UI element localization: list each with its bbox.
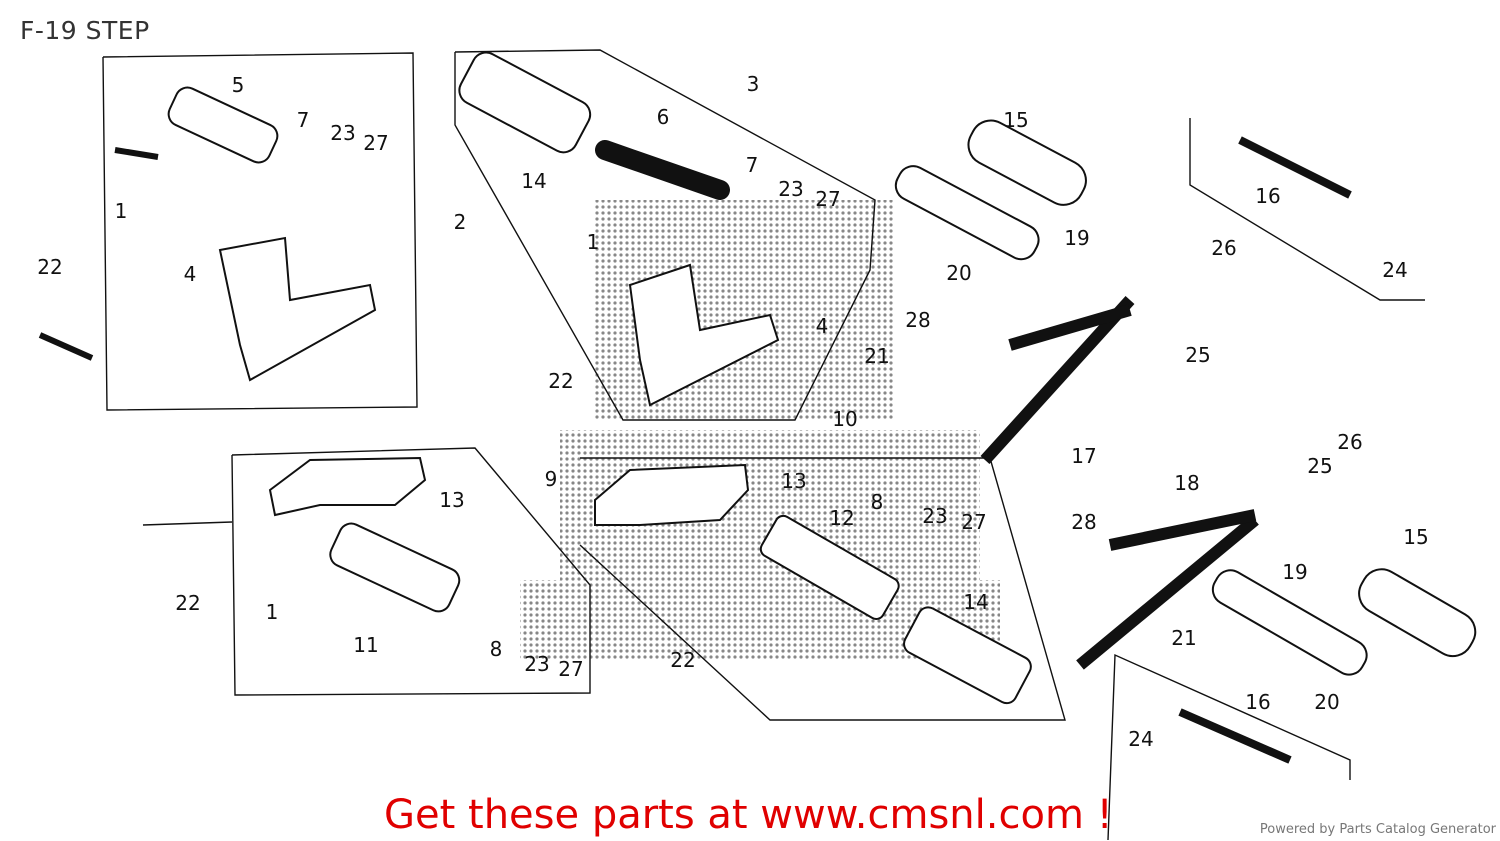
callout-22: 22 <box>175 591 201 615</box>
callout-23: 23 <box>524 652 550 676</box>
powered-by-text: Powered by Parts Catalog Generator <box>1259 822 1496 837</box>
callout-8: 8 <box>489 637 503 661</box>
callout-1: 1 <box>114 199 128 223</box>
callout-16: 16 <box>1245 690 1271 714</box>
callout-27: 27 <box>363 131 389 155</box>
callout-11: 11 <box>353 633 379 657</box>
callout-23: 23 <box>330 121 356 145</box>
callout-22: 22 <box>37 255 63 279</box>
callout-23: 23 <box>922 504 948 528</box>
callout-20: 20 <box>946 261 972 285</box>
callout-16: 16 <box>1255 184 1281 208</box>
callout-28: 28 <box>1071 510 1097 534</box>
shaft-12 <box>759 514 900 620</box>
callout-14: 14 <box>521 169 547 193</box>
grip-15 <box>967 119 1087 206</box>
callout-26: 26 <box>1337 430 1363 454</box>
footpeg-14 <box>458 51 592 154</box>
callout-18: 18 <box>1174 471 1200 495</box>
callout-13: 13 <box>439 488 465 512</box>
callout-10: 10 <box>832 407 858 431</box>
callout-5: 5 <box>231 73 245 97</box>
shaft-6 <box>595 140 730 200</box>
arm-17b <box>1008 304 1132 351</box>
callout-6: 6 <box>656 105 670 129</box>
callout-27: 27 <box>558 657 584 681</box>
callout-19: 19 <box>1064 226 1090 250</box>
bracket-4 <box>218 236 377 382</box>
footpeg-11 <box>329 522 461 613</box>
callout-20: 20 <box>1314 690 1340 714</box>
group-boxes <box>102 49 1425 841</box>
sleeve-20 <box>894 165 1040 261</box>
callout-3: 3 <box>746 72 760 96</box>
callout-1: 1 <box>586 230 600 254</box>
callout-9: 9 <box>544 467 558 491</box>
callout-4: 4 <box>815 314 829 338</box>
callout-27: 27 <box>961 510 987 534</box>
bolt-22 <box>38 332 94 361</box>
bracket-13 <box>268 456 427 517</box>
callout-28: 28 <box>905 308 931 332</box>
callout-17: 17 <box>1071 444 1097 468</box>
sleeve-20b <box>1211 569 1368 676</box>
callout-7: 7 <box>745 153 759 177</box>
callout-21: 21 <box>1171 626 1197 650</box>
grip-15b <box>1358 568 1477 658</box>
arm-17 <box>980 295 1135 465</box>
halftone-watermark <box>520 200 1000 660</box>
callout-2: 2 <box>453 210 467 234</box>
promo-link[interactable]: Get these parts at www.cmsnl.com ! <box>384 792 1113 838</box>
callout-21: 21 <box>864 344 890 368</box>
arm-18b <box>1108 509 1257 551</box>
callout-25: 25 <box>1185 343 1211 367</box>
callout-22: 22 <box>670 648 696 672</box>
callout-15: 15 <box>1403 525 1429 549</box>
callout-13: 13 <box>781 469 807 493</box>
callout-14: 14 <box>963 590 989 614</box>
callout-1: 1 <box>265 600 279 624</box>
arm-18 <box>1076 515 1259 670</box>
bolt-16 <box>1238 136 1352 199</box>
bolt-16b <box>1178 708 1292 764</box>
callout-8: 8 <box>870 490 884 514</box>
callout-26: 26 <box>1211 236 1237 260</box>
bracket-4b <box>628 263 780 407</box>
footpeg-14b <box>903 606 1032 705</box>
parts-shapes <box>38 51 1477 764</box>
callout-4: 4 <box>183 262 197 286</box>
bracket-13b <box>594 463 750 526</box>
callout-22: 22 <box>548 369 574 393</box>
diagram-title: F-19 STEP <box>20 16 150 45</box>
callout-19: 19 <box>1282 560 1308 584</box>
callout-12: 12 <box>829 506 855 530</box>
callout-7: 7 <box>296 108 310 132</box>
callout-24: 24 <box>1128 727 1154 751</box>
callout-23: 23 <box>778 177 804 201</box>
callout-27: 27 <box>815 187 841 211</box>
pin-1 <box>114 147 159 160</box>
footpeg-5 <box>167 86 279 164</box>
callout-24: 24 <box>1382 258 1408 282</box>
callout-25: 25 <box>1307 454 1333 478</box>
callout-15: 15 <box>1003 108 1029 132</box>
